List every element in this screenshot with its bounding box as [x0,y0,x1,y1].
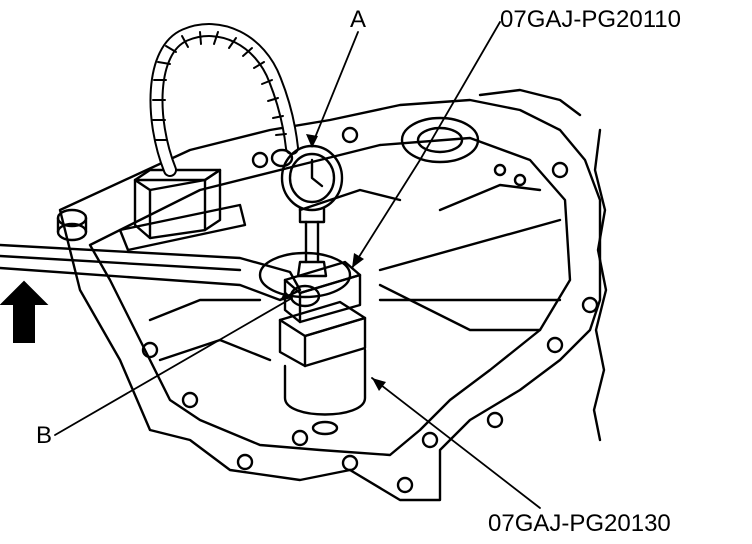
pry-bar [0,243,302,302]
bolt-holes [141,126,599,494]
case-inner-rim [88,136,572,457]
leader-b [54,297,293,436]
case-break-edge [478,88,582,117]
callout-b: B [36,422,53,449]
case-break-edge [592,128,608,442]
bearing-bore [400,116,480,164]
leader-tool-top [351,21,501,269]
callout-tool-07gaj-pg20110: 07GAJ-PG20110 [500,6,681,33]
bearing-bore-inner [416,126,464,154]
case-rib [148,298,262,322]
leader-tool-bottom [371,377,541,509]
gauge-stem [304,220,320,264]
case-rib [378,283,542,332]
arrow-up-icon [0,280,49,343]
leader-a [311,31,359,146]
callout-a: A [350,6,367,33]
dial-gauge-face [288,152,336,204]
case-rib [438,183,542,212]
shaft-bore [258,251,352,299]
case-outline [58,98,602,502]
arm-segments [152,31,287,141]
case-rib [298,188,402,212]
holder-cylinder [283,348,367,416]
case-rib [378,218,562,272]
callout-tool-07gaj-pg20130: 07GAJ-PG20130 [488,510,671,537]
base-plate [118,203,247,252]
